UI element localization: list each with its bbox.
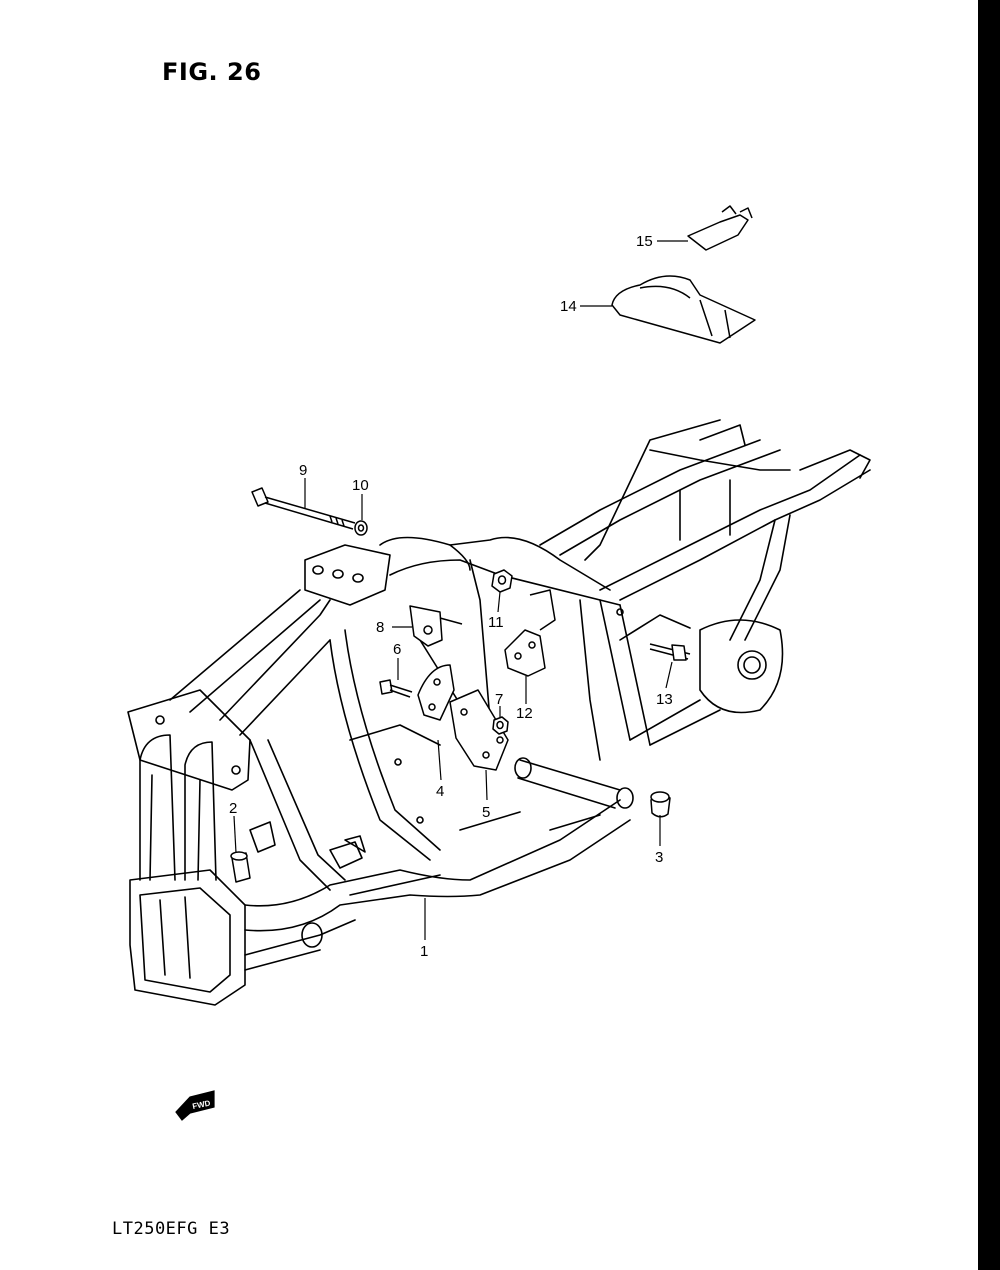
callout-1: 1 (420, 943, 428, 960)
part-3-cap (650, 791, 671, 818)
callout-7: 7 (495, 691, 503, 708)
frame-exploded-diagram: 1 2 3 4 5 6 7 8 9 10 11 12 13 14 15 FWD (127, 205, 871, 1121)
callout-3: 3 (655, 849, 663, 866)
part-10-nut (354, 520, 368, 536)
part-11-nut (491, 569, 513, 593)
callout-2: 2 (229, 800, 237, 817)
part-8-bracket (409, 605, 463, 647)
scan-edge-bar (978, 0, 1000, 1270)
part-15-clamp (687, 205, 753, 251)
callout-8: 8 (376, 619, 384, 636)
model-code: LT250EFG E3 (112, 1219, 231, 1239)
part-12-mount-plate (504, 589, 556, 677)
part-5-mount-plate (449, 689, 509, 771)
part-7-nut (492, 716, 509, 735)
figure-title: FIG. 26 (162, 58, 262, 86)
callout-5: 5 (482, 804, 490, 821)
callout-4: 4 (436, 783, 444, 800)
part-14-cover (611, 275, 756, 344)
part-2-collar (230, 851, 251, 883)
fwd-label: FWD (192, 1098, 212, 1111)
part-9-bolt (251, 487, 356, 530)
leader-lines (233, 240, 688, 940)
callout-labels: 1 2 3 4 5 6 7 8 9 10 11 12 13 14 15 (229, 233, 673, 960)
part-13-bolt (649, 643, 691, 661)
callout-11: 11 (488, 614, 504, 631)
callout-13: 13 (656, 691, 673, 708)
part-6-bolt (379, 679, 413, 698)
callout-6: 6 (393, 641, 401, 658)
part-4-mount-plate (417, 664, 455, 721)
callout-12: 12 (516, 705, 533, 722)
callout-10: 10 (352, 477, 369, 494)
callout-14: 14 (560, 298, 577, 315)
callout-15: 15 (636, 233, 653, 250)
main-frame (127, 419, 871, 1006)
fwd-arrow-icon: FWD (175, 1090, 215, 1121)
callout-9: 9 (299, 462, 307, 479)
